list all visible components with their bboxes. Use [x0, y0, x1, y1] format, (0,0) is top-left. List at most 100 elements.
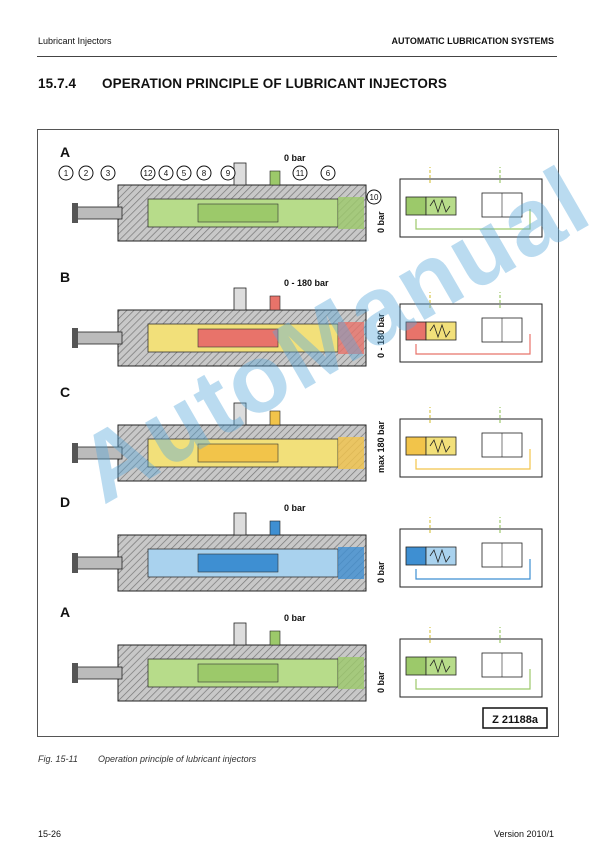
callout-number: 12 [144, 169, 153, 178]
outlet-chamber [338, 322, 364, 354]
pressure-side-label: 0 bar [376, 211, 386, 233]
schematic-spring [425, 321, 457, 341]
injector-piston [197, 553, 279, 573]
injector-piston [197, 328, 279, 348]
callout-circle [140, 165, 156, 181]
callout-circle [320, 165, 336, 181]
grease-fitting [233, 402, 247, 426]
grease-fitting [233, 287, 247, 311]
schematic-spring [425, 196, 457, 216]
injector-piston [197, 203, 279, 223]
callout-circle [100, 165, 116, 181]
row-letter: C [60, 384, 70, 400]
plunger-rod [73, 666, 123, 680]
row-letter: A [60, 604, 70, 620]
row-letter: B [60, 269, 70, 285]
injector-row-5: A 0 bar 0 bar [60, 604, 543, 702]
running-header-left: Lubricant Injectors [38, 36, 112, 46]
return-line [415, 209, 531, 230]
callout-number: 5 [182, 169, 187, 178]
rod-cap [72, 203, 78, 223]
callout-circle [292, 165, 308, 181]
pressure-top-label: 0 bar [284, 153, 306, 163]
return-line [415, 449, 531, 470]
vent-port [269, 520, 281, 536]
return-line [415, 669, 531, 690]
callout-circle [78, 165, 94, 181]
grease-fitting [233, 512, 247, 536]
rod-cap [72, 553, 78, 573]
plunger-rod [73, 331, 123, 345]
spring-symbol [429, 438, 451, 454]
version-label: Version 2010/1 [493, 829, 554, 839]
outlet-chamber [338, 547, 364, 579]
page-number: 15-26 [38, 829, 62, 839]
figure-caption-text: Operation principle of lubricant injecto… [98, 754, 257, 764]
schematic-cylinder [405, 546, 427, 566]
header-rule [37, 56, 557, 57]
schematic-cylinder [405, 656, 427, 676]
row-letter: D [60, 494, 70, 510]
schematic-spring [425, 436, 457, 456]
callout-number: 6 [326, 169, 331, 178]
vent-port [269, 295, 281, 311]
pressure-top-label: 0 bar [284, 503, 306, 513]
schematic-spring [425, 656, 457, 676]
injector-piston [197, 663, 279, 683]
section-number: 15.7.4 [38, 76, 77, 91]
plunger-rod [73, 206, 123, 220]
running-header-right: AUTOMATIC LUBRICATION SYSTEMS [391, 36, 555, 46]
pressure-top-label: 0 bar [284, 613, 306, 623]
callout-circle [220, 165, 236, 181]
callout-circle [366, 189, 382, 205]
plunger-rod [73, 556, 123, 570]
callout-number: 8 [202, 169, 207, 178]
callout-number: 2 [84, 169, 89, 178]
rod-cap [72, 443, 78, 463]
rod-cap [72, 663, 78, 683]
rod-cap [72, 328, 78, 348]
grease-fitting [233, 622, 247, 646]
spring-symbol [429, 658, 451, 674]
callout-number: 11 [296, 169, 305, 178]
schematic-cylinder [405, 196, 427, 216]
pressure-side-label: 0 bar [376, 671, 386, 693]
injector-row-2: B 0 - 180 bar 0 - 180 bar [60, 269, 543, 367]
vent-port [269, 410, 281, 426]
spring-symbol [429, 548, 451, 564]
pressure-side-label: 0 - 180 bar [376, 313, 386, 358]
vent-port [269, 630, 281, 646]
callout-number: 9 [226, 169, 231, 178]
grease-fitting [233, 162, 247, 186]
reference-box [482, 707, 548, 729]
vent-port [269, 170, 281, 186]
injector-row-1: A 0 bar 0 bar [60, 144, 543, 242]
return-line [415, 334, 531, 355]
outlet-chamber [338, 657, 364, 689]
outlet-chamber [338, 197, 364, 229]
callout-number: 3 [106, 169, 111, 178]
reference-number: Z 21188a [492, 714, 539, 726]
figure-number: Fig. 15-11 [38, 754, 78, 764]
callout-circle [58, 165, 74, 181]
row-letter: A [60, 144, 70, 160]
callout-circle [158, 165, 174, 181]
callout-circle [196, 165, 212, 181]
injector-chamber [147, 548, 339, 578]
injector-piston [197, 443, 279, 463]
schematic-cylinder [405, 436, 427, 456]
callout-number: 1 [64, 169, 69, 178]
return-line [415, 559, 531, 580]
spring-symbol [429, 198, 451, 214]
callout-number: 10 [370, 193, 379, 202]
figure-caption: Fig. 15-11 Operation principle of lubrica… [38, 754, 256, 764]
spring-symbol [429, 323, 451, 339]
schematic-spring [425, 546, 457, 566]
pressure-top-label: 0 - 180 bar [284, 278, 329, 288]
